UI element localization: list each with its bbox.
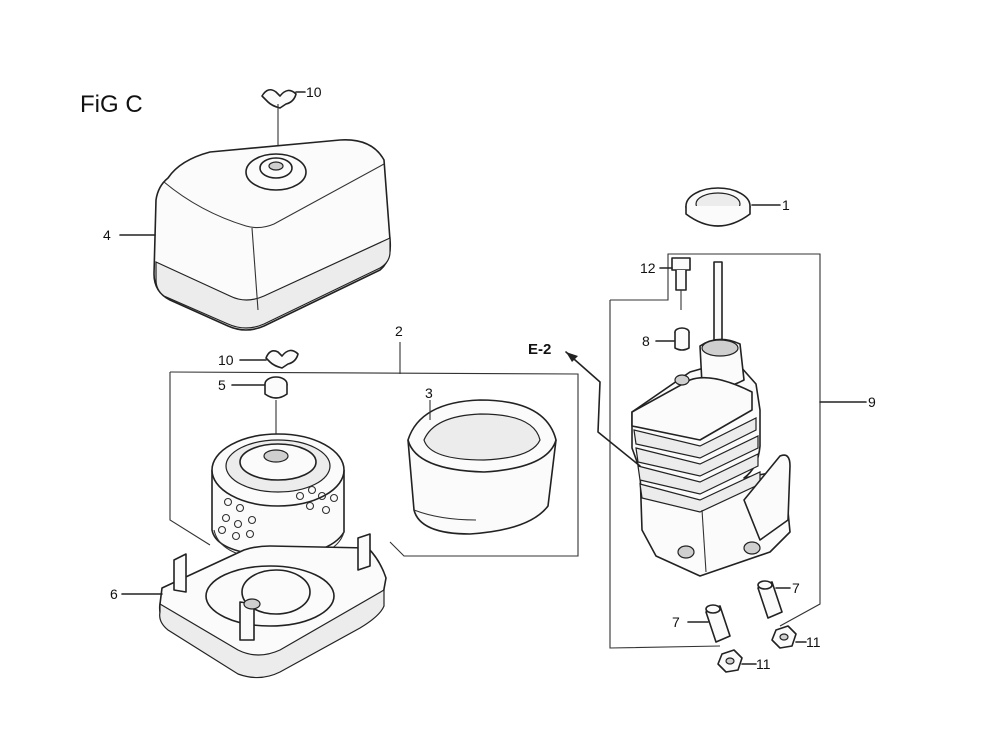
assembly-2-bracket-left: [169, 372, 211, 546]
callout-2: 2: [395, 323, 403, 339]
nut-5: [264, 376, 288, 446]
pin-7-left: [705, 604, 731, 643]
figure-title: FiG C: [80, 91, 143, 118]
callout-11-left: 11: [756, 656, 771, 672]
callout-10-top: 10: [306, 84, 322, 100]
callout-11-right: 11: [806, 634, 821, 650]
air-cleaner-base: [158, 533, 387, 679]
assembly-9-bracket: [610, 253, 821, 627]
callout-7-right: 7: [792, 580, 800, 596]
intake-elbow: [631, 261, 791, 577]
assembly-9-bracket-left: [609, 300, 721, 649]
filter-element: [211, 433, 345, 561]
bolt-12: [671, 257, 691, 310]
callout-3: 3: [425, 385, 433, 401]
callout-7-left: 7: [672, 614, 680, 630]
nut-11-right: [771, 625, 797, 649]
foam-element: [407, 399, 557, 535]
callout-12: 12: [640, 260, 656, 276]
callout-10-lower: 10: [218, 352, 234, 368]
collar-8: [674, 327, 690, 351]
callout-6: 6: [110, 586, 118, 602]
callout-8: 8: [642, 333, 650, 349]
assembly-2-bracket: [169, 371, 579, 557]
wing-nut-top: [261, 88, 297, 150]
callout-9: 9: [868, 394, 876, 410]
reference-arrowhead: [566, 352, 578, 362]
callout-1: 1: [782, 197, 790, 213]
callout-4: 4: [103, 227, 111, 243]
air-cleaner-cover: [153, 139, 392, 331]
pin-7-right: [757, 580, 783, 619]
nut-11-left: [717, 649, 743, 673]
wing-nut-lower: [265, 349, 299, 369]
callout-5: 5: [218, 377, 226, 393]
reference-label: E-2: [528, 341, 551, 358]
gasket-ring: [685, 187, 751, 227]
reference-leader: [565, 351, 641, 467]
